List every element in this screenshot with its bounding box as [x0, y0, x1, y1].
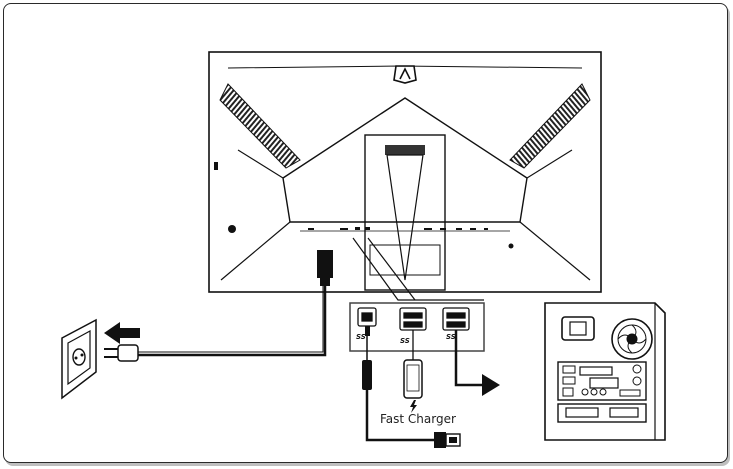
pc-tower-icon — [544, 302, 666, 441]
smartphone-icon — [403, 330, 423, 399]
lightning-bolt-icon — [410, 400, 417, 413]
usb-cable-icon — [434, 432, 461, 448]
power-cable — [138, 250, 333, 357]
usb-port-label-2: SS — [446, 333, 456, 341]
power-plug-icon — [104, 344, 139, 362]
usb-port-label-1: SS — [400, 337, 410, 345]
monitor-back — [208, 51, 602, 293]
usb-upstream-cable — [362, 326, 434, 442]
callout-lines — [352, 237, 484, 301]
fast-charger-label: Fast Charger — [380, 412, 456, 426]
usb-downstream-cable — [454, 330, 485, 387]
arrow-right-icon — [482, 374, 500, 396]
monitor-port-markings — [308, 227, 488, 230]
brand-logo-icon — [393, 65, 417, 84]
usb-port-label-upstream: SS — [356, 333, 366, 341]
wall-socket-icon — [61, 318, 97, 400]
arrow-left-icon — [104, 322, 140, 344]
